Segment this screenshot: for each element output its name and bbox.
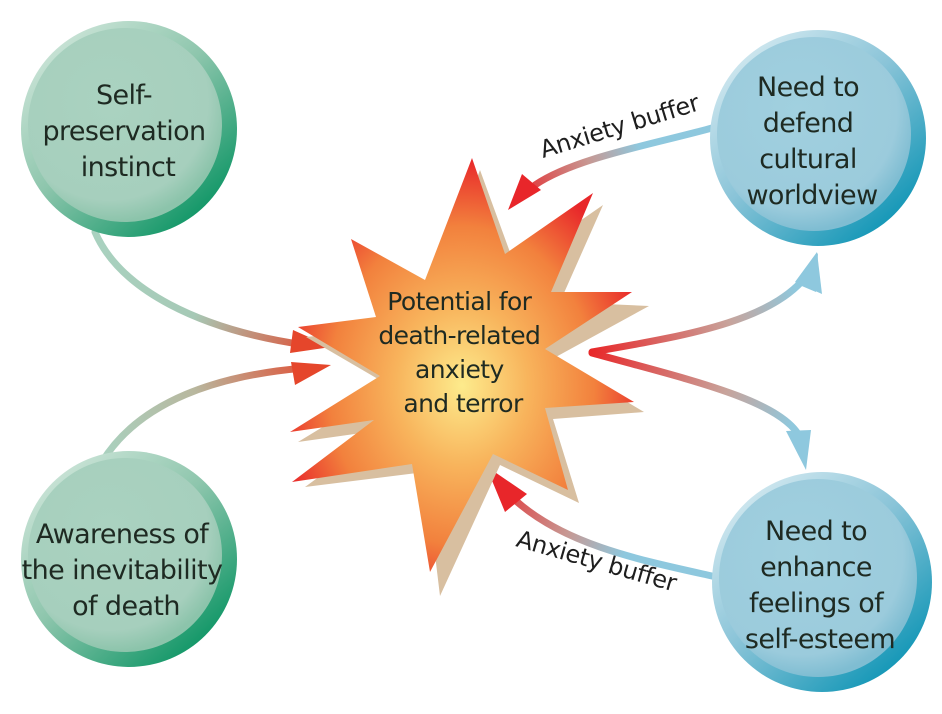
arrow-shaft	[588, 349, 804, 441]
node-label-line: feelings of	[749, 588, 885, 619]
node-enhance-self-esteem: Need to enhance feelings of self-esteem	[712, 472, 932, 692]
arrow-shaft	[91, 228, 309, 349]
starburst	[290, 158, 634, 572]
node-defend-worldview: Need to defend cultural worldview	[710, 30, 926, 246]
arrow-shaft	[511, 496, 716, 580]
node-face	[719, 479, 917, 677]
edge-self-preservation-to-potential	[91, 228, 331, 353]
arrowhead-icon	[795, 252, 822, 294]
arrow-shaft	[531, 124, 716, 189]
arrow-shaft	[98, 364, 309, 466]
edge-worldview-to-potential-buffer	[508, 124, 716, 210]
node-label-line: preservation	[42, 116, 205, 147]
center-label: Potential for death-related anxiety and …	[378, 287, 547, 418]
node-face	[28, 28, 222, 222]
center-label-line: death-related	[378, 321, 540, 350]
arrowhead-icon	[508, 174, 541, 210]
node-label-line: of death	[72, 591, 180, 622]
node-label-line: instinct	[81, 152, 176, 183]
node-awareness-of-death: Awareness of the inevitability of death	[21, 451, 237, 667]
node-label: Self- preservation instinct	[42, 80, 213, 183]
node-label-line: worldview	[746, 180, 877, 211]
node-self-preservation: Self- preservation instinct	[21, 21, 237, 237]
node-label-line: defend	[763, 108, 854, 139]
node-label: Need to enhance feelings of self-esteem	[745, 516, 895, 655]
edge-awareness-to-potential	[98, 362, 331, 466]
arrowhead-icon	[291, 362, 331, 385]
center-label-line: anxiety	[415, 355, 504, 384]
center-label-line: and terror	[403, 389, 524, 418]
node-label: Awareness of the inevitability of death	[22, 519, 231, 622]
node-label: Need to defend cultural worldview	[746, 72, 877, 211]
node-face	[28, 458, 222, 652]
arrow-shaft	[588, 264, 816, 356]
node-label-line: enhance	[760, 552, 872, 583]
center-label-line: Potential for	[387, 287, 532, 316]
node-label-line: Awareness of	[36, 519, 210, 550]
node-label-line: cultural	[759, 144, 857, 175]
center-starburst	[290, 158, 649, 596]
node-label-line: Self-	[96, 80, 152, 111]
arrowhead-icon	[290, 330, 331, 353]
edge-potential-to-self-esteem	[588, 349, 811, 470]
edge-potential-to-worldview	[588, 252, 822, 356]
arrowhead-icon	[486, 466, 527, 512]
node-label-line: Need to	[765, 516, 867, 547]
arrowhead-icon	[786, 430, 811, 470]
node-face	[717, 37, 911, 231]
node-label-line: self-esteem	[745, 624, 895, 655]
edge-self-esteem-to-potential-buffer	[486, 466, 716, 580]
node-label-line: Need to	[757, 72, 859, 103]
node-label-line: the inevitability	[22, 555, 223, 586]
